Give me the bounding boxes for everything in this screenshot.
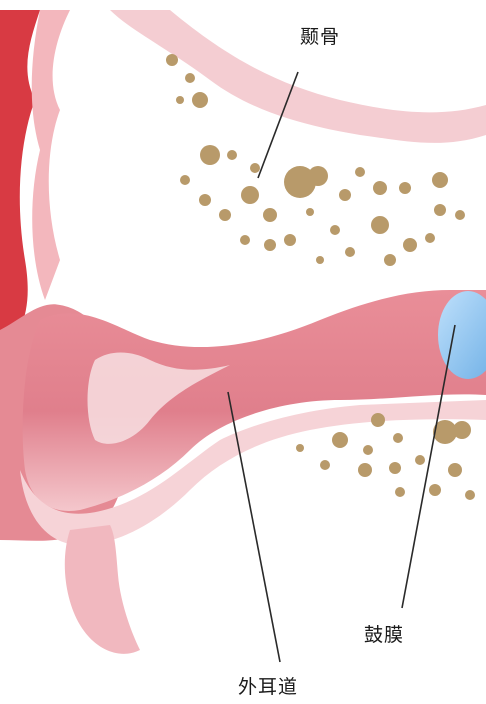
lobe-curl [65,525,140,654]
outer-ear-highlight [32,10,70,300]
ear-canal-label: 外耳道 [238,672,298,699]
temporal-bone-label: 颞骨 [300,22,340,49]
eardrum-label: 鼓膜 [364,620,404,647]
